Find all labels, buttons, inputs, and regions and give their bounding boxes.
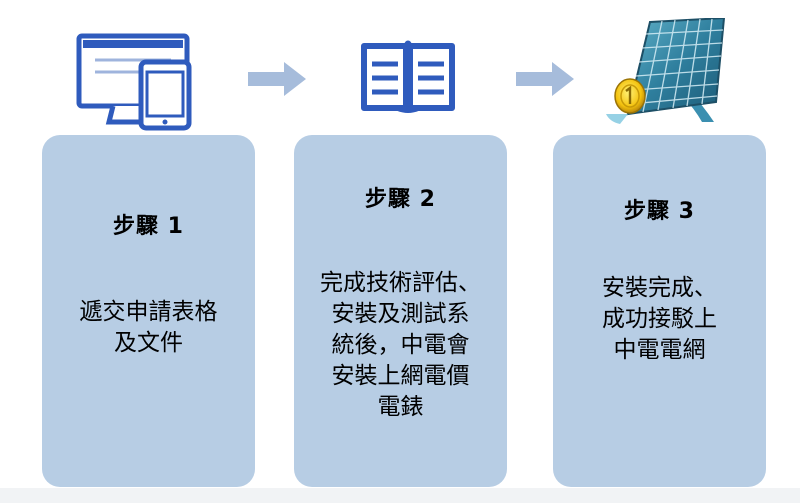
step-card-1: 步驟 1 遞交申請表格 及文件 bbox=[42, 135, 255, 487]
step-description: 安裝完成、 成功接駁上 中電電網 bbox=[602, 275, 717, 363]
step-card-2: 步驟 2 完成技術評估、 安裝及測試系 統後，中電會 安裝上網電價 電錶 bbox=[294, 135, 507, 487]
step-description: 遞交申請表格 及文件 bbox=[79, 299, 218, 356]
step-card-3: 步驟 3 安裝完成、 成功接駁上 中電電網 bbox=[553, 135, 766, 487]
solar-panel-icon bbox=[606, 18, 726, 124]
arrow-right-icon bbox=[248, 62, 306, 96]
arrow-right-icon bbox=[516, 62, 574, 96]
computer-tablet-icon bbox=[76, 33, 192, 131]
bottom-strip bbox=[0, 488, 800, 503]
step-description: 完成技術評估、 安裝及測試系 統後，中電會 安裝上網電價 電錶 bbox=[320, 270, 481, 420]
step-title: 步驟 3 bbox=[624, 199, 695, 224]
step-title: 步驟 1 bbox=[113, 214, 184, 239]
step-title: 步驟 2 bbox=[365, 187, 436, 212]
open-book-icon bbox=[361, 40, 455, 113]
